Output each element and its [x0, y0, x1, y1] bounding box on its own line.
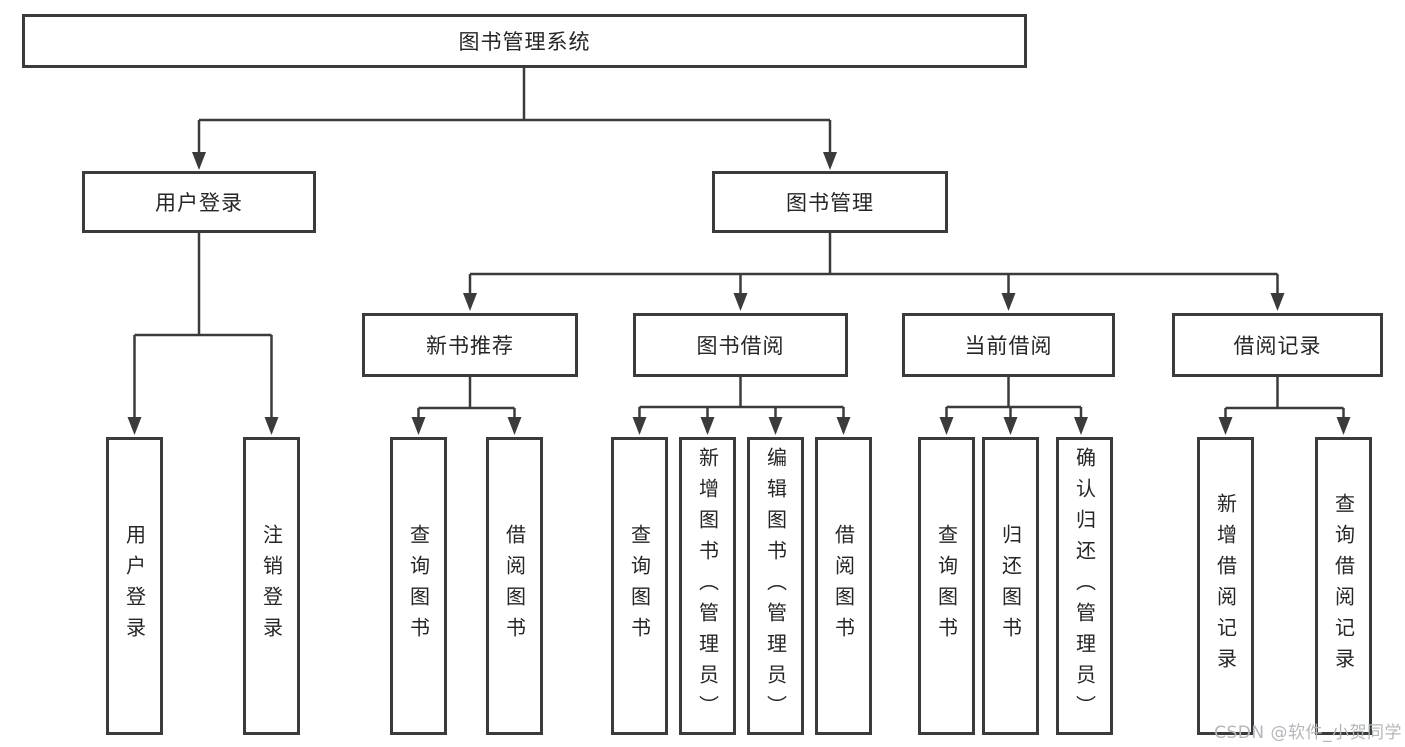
- arrowheads: [127, 152, 1351, 435]
- leaf-query-books-current: 查询图书: [918, 437, 975, 735]
- arrow-icon: [632, 417, 647, 435]
- node-user-login-module: 用户登录: [82, 171, 316, 233]
- arrow-icon: [127, 417, 142, 435]
- leaf-return-books: 归还图书: [982, 437, 1039, 735]
- arrow-icon: [823, 152, 837, 170]
- leaf-edit-books-admin: 编辑图书（管理员）: [747, 437, 804, 735]
- leaf-label: 新增借阅记录: [1213, 493, 1238, 679]
- leaf-label: 注销登录: [259, 524, 284, 648]
- node-root-system: 图书管理系统: [22, 14, 1027, 68]
- node-book-borrow: 图书借阅: [633, 313, 848, 377]
- arrow-icon: [411, 417, 426, 435]
- node-book-management: 图书管理: [712, 171, 948, 233]
- arrow-icon: [733, 293, 748, 311]
- node-new-book-recommend: 新书推荐: [362, 313, 578, 377]
- arrow-icon: [700, 417, 715, 435]
- arrow-icon: [1218, 417, 1233, 435]
- leaf-query-borrow-record: 查询借阅记录: [1315, 437, 1372, 735]
- arrow-icon: [836, 417, 851, 435]
- arrow-icon: [264, 417, 279, 435]
- leaf-logout: 注销登录: [243, 437, 300, 735]
- arrow-icon: [1074, 417, 1088, 435]
- leaf-label: 确认归还（管理员）: [1072, 446, 1097, 726]
- arrow-icon: [1003, 417, 1018, 435]
- arrow-icon: [768, 417, 783, 435]
- leaf-label: 查询图书: [627, 524, 652, 648]
- leaf-label: 查询图书: [934, 524, 959, 648]
- leaf-confirm-return-admin: 确认归还（管理员）: [1056, 437, 1113, 735]
- leaf-user-login: 用户登录: [106, 437, 163, 735]
- leaf-label: 借阅图书: [502, 524, 527, 648]
- arrow-icon: [1336, 417, 1351, 435]
- leaf-query-books-borrow: 查询图书: [611, 437, 668, 735]
- leaf-add-borrow-record: 新增借阅记录: [1197, 437, 1254, 735]
- leaf-label: 归还图书: [998, 524, 1023, 648]
- arrow-icon: [1001, 293, 1016, 311]
- arrow-icon: [939, 417, 954, 435]
- arrow-icon: [507, 417, 522, 435]
- node-current-borrow: 当前借阅: [902, 313, 1115, 377]
- leaf-borrow-books-recommend: 借阅图书: [486, 437, 543, 735]
- arrow-icon: [192, 152, 206, 170]
- leaf-label: 查询借阅记录: [1331, 493, 1356, 679]
- leaf-query-books-recommend: 查询图书: [390, 437, 447, 735]
- arrow-icon: [1270, 293, 1285, 311]
- leaf-label: 查询图书: [406, 524, 431, 648]
- connector-paths: [133, 66, 1345, 420]
- leaf-label: 用户登录: [122, 524, 147, 648]
- leaf-label: 借阅图书: [831, 524, 856, 648]
- leaf-add-books-admin: 新增图书（管理员）: [679, 437, 736, 735]
- node-borrow-records: 借阅记录: [1172, 313, 1383, 377]
- csdn-watermark: CSDN @软件_小贺同学: [1214, 723, 1402, 743]
- leaf-label: 编辑图书（管理员）: [763, 446, 788, 726]
- leaf-label: 新增图书（管理员）: [695, 446, 720, 726]
- arrow-icon: [463, 293, 477, 311]
- leaf-borrow-books: 借阅图书: [815, 437, 872, 735]
